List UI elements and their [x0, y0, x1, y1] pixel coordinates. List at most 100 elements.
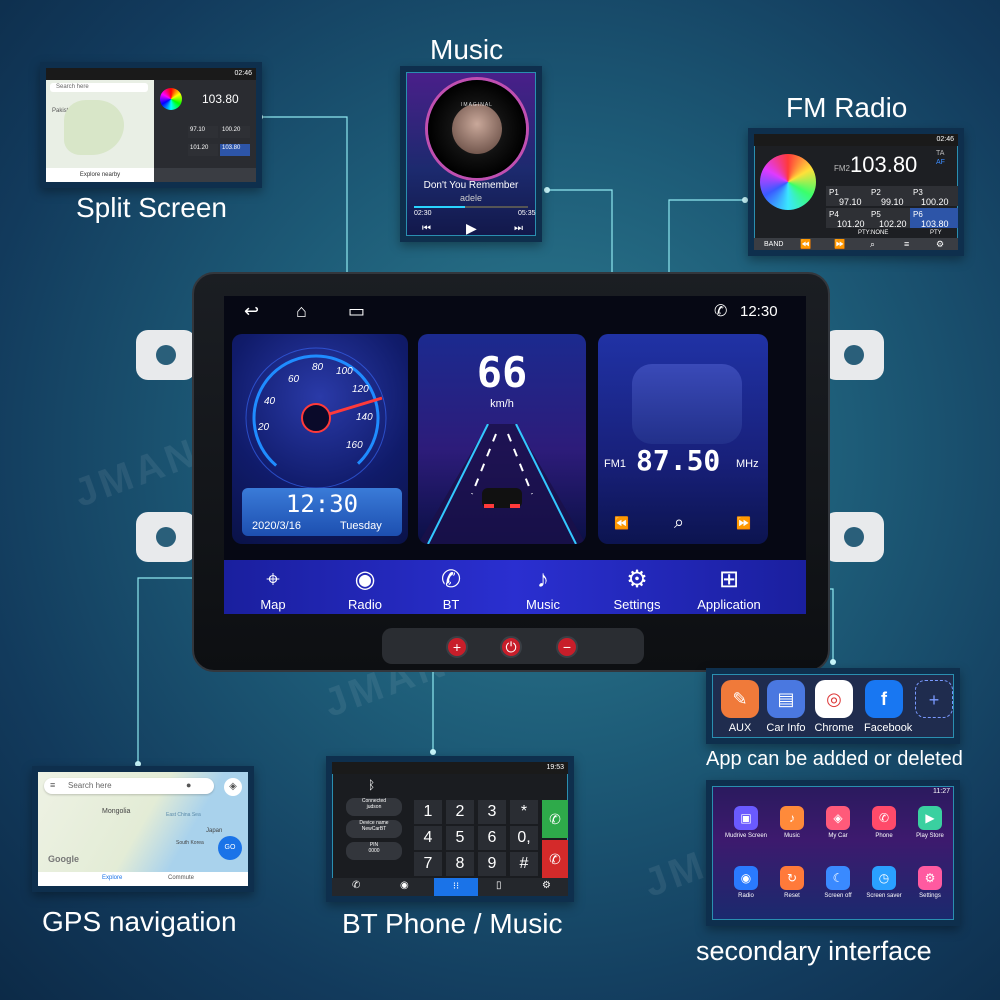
keypad-key[interactable]: 0,: [510, 826, 538, 850]
preset-button[interactable]: 103.80: [220, 144, 250, 156]
app-aux[interactable]: ✎AUX: [720, 680, 760, 734]
app-tile[interactable]: ☾Screen off: [816, 866, 860, 899]
search-input[interactable]: Search here: [50, 83, 148, 92]
search-icon[interactable]: ⌕: [870, 239, 876, 249]
keypad-key[interactable]: 4: [414, 826, 442, 850]
gear-icon[interactable]: ⚙: [542, 880, 551, 891]
back-icon[interactable]: ↩: [244, 301, 260, 321]
volume-up-button[interactable]: +: [446, 636, 468, 658]
app-tile[interactable]: ▶Play Store: [908, 806, 952, 839]
pty-button[interactable]: PTY: [930, 230, 942, 236]
keypad-key[interactable]: 9: [478, 852, 506, 876]
keypad-key[interactable]: 8: [446, 852, 474, 876]
keypad-key[interactable]: 2: [446, 800, 474, 824]
keypad-key[interactable]: 6: [478, 826, 506, 850]
band-button[interactable]: BAND: [764, 241, 784, 248]
preset-button[interactable]: 97.10: [188, 126, 218, 138]
equalizer-icon[interactable]: ≡: [904, 239, 910, 249]
dock-application[interactable]: ⊞Application: [684, 566, 774, 612]
layers-icon[interactable]: ◈: [224, 778, 242, 796]
prev-icon[interactable]: ⏪: [614, 516, 629, 530]
speed-unit: km/h: [490, 398, 514, 410]
next-icon[interactable]: ⏭: [514, 223, 523, 234]
keypad-key[interactable]: 7: [414, 852, 442, 876]
power-button[interactable]: ⏻: [500, 636, 522, 658]
explore-nearby[interactable]: Explore nearby: [46, 168, 154, 182]
app-tile[interactable]: ◈My Car: [816, 806, 860, 839]
preset-button[interactable]: 101.20: [188, 144, 218, 156]
dock-map[interactable]: ⌖Map: [228, 566, 318, 612]
app-tile[interactable]: ↻Reset: [770, 866, 814, 899]
keypad-key[interactable]: *: [510, 800, 538, 824]
app-tile[interactable]: ⚙Settings: [908, 866, 952, 899]
play-store-icon: ▶: [918, 806, 942, 830]
google-logo: Google: [48, 854, 79, 864]
app-add[interactable]: +: [914, 680, 954, 722]
dialpad-icon[interactable]: ⁝⁝: [434, 878, 478, 896]
app-chrome[interactable]: ◎Chrome: [814, 680, 854, 734]
map-label: South Korea: [176, 840, 204, 846]
search-input[interactable]: Search here: [44, 778, 214, 794]
prev-icon[interactable]: ⏮: [422, 223, 431, 234]
keypad-key[interactable]: 1: [414, 800, 442, 824]
explore-tab[interactable]: Explore: [102, 875, 123, 881]
progress-track[interactable]: [414, 206, 528, 208]
app-tile[interactable]: ◷Screen saver: [862, 866, 906, 899]
call-button[interactable]: ✆: [542, 800, 568, 838]
mount-bracket: [824, 512, 884, 562]
preset-button[interactable]: 100.20: [220, 126, 250, 138]
play-icon[interactable]: ▶: [466, 220, 477, 236]
home-icon[interactable]: ⌂: [296, 301, 307, 321]
recent-apps-icon[interactable]: ▭: [348, 301, 366, 321]
dock-radio[interactable]: ◉Radio: [320, 566, 410, 612]
go-button[interactable]: GO: [218, 836, 242, 860]
keypad-key[interactable]: 3: [478, 800, 506, 824]
speed-card[interactable]: 66 km/h: [418, 334, 586, 544]
song-title: Don't You Remember: [423, 180, 519, 191]
forward-icon[interactable]: ⏩: [834, 239, 846, 249]
caption-music: Music: [430, 34, 504, 65]
rewind-icon[interactable]: ⏪: [800, 239, 812, 249]
dock-music[interactable]: ♪Music: [498, 566, 588, 612]
keypad-key[interactable]: #: [510, 852, 538, 876]
mount-bracket: [824, 330, 884, 380]
frequency: 103.80: [202, 92, 239, 106]
next-icon[interactable]: ⏩: [736, 516, 751, 530]
app-tile[interactable]: ◉Radio: [724, 866, 768, 899]
color-wheel-icon[interactable]: [760, 154, 816, 210]
app-tile[interactable]: ♪Music: [770, 806, 814, 839]
album-art: [452, 104, 502, 154]
app-car-info[interactable]: ▤Car Info: [766, 680, 806, 734]
map-view[interactable]: Search here Pakistan Explore nearby: [46, 80, 154, 182]
volume-down-button[interactable]: −: [556, 636, 578, 658]
caption-secondary: secondary interface: [696, 936, 932, 966]
app-tile[interactable]: ✆Phone: [862, 806, 906, 839]
clock-widget[interactable]: 12:30 2020/3/16 Tuesday: [242, 488, 402, 536]
call-log-icon[interactable]: ✆: [352, 880, 361, 891]
app-tile[interactable]: ▣Mudrive Screen: [724, 806, 768, 839]
commute-tab[interactable]: Commute: [168, 875, 195, 881]
grid-icon: ⊞: [718, 566, 740, 593]
gear-icon[interactable]: ⚙: [936, 239, 945, 249]
music-icon[interactable]: ▯: [496, 880, 502, 891]
map-label: Japan: [206, 828, 223, 834]
keypad-key[interactable]: 5: [446, 826, 474, 850]
radio-card[interactable]: FM1 87.50 MHz ⏪ ⌕ ⏩: [598, 334, 768, 544]
tick-label: 20: [258, 422, 270, 433]
search-icon[interactable]: ⌕: [674, 512, 685, 532]
mic-icon[interactable]: ●: [186, 780, 192, 790]
aux-icon: ✎: [721, 680, 759, 718]
dock-bt[interactable]: ✆BT: [406, 566, 496, 612]
dock-settings[interactable]: ⚙Settings: [592, 566, 682, 612]
contacts-icon[interactable]: ◉: [400, 880, 409, 891]
menu-icon[interactable]: ≡: [50, 780, 56, 790]
hangup-button[interactable]: ✆: [542, 840, 568, 878]
clock-date: 2020/3/16: [252, 520, 301, 532]
